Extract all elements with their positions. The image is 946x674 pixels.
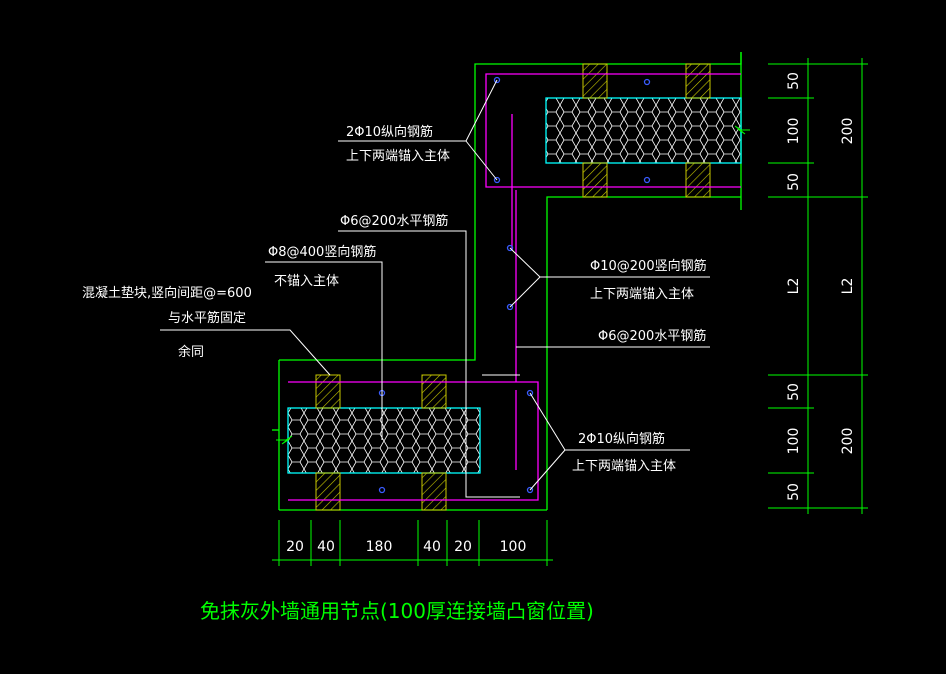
dim-right-inner-5: 100 (786, 428, 802, 455)
dim-bottom-3: 40 (423, 539, 441, 555)
drawing-title: 免抹灰外墙通用节点(100厚连接墙凸窗位置) (200, 599, 594, 623)
right-dimensions: 50 100 50 L2 50 100 50 200 L2 200 (768, 58, 868, 514)
dim-right-inner-0: 50 (786, 72, 802, 90)
note-block-2: 与水平筋固定 (168, 310, 246, 326)
break-marks (276, 125, 750, 445)
leader-lines (160, 79, 710, 491)
dim-right-inner-4: 50 (786, 383, 802, 401)
note-mid-bars-1: Φ10@200竖向钢筋 (590, 258, 707, 274)
dim-bottom-5: 100 (500, 539, 527, 555)
note-vert-bars-2: 不锚入主体 (274, 274, 339, 289)
dim-right-inner-6: 50 (786, 483, 802, 501)
note-mid-bars-2: 上下两端锚入主体 (590, 287, 694, 302)
concrete-blocks (315, 63, 711, 511)
note-bottom-bars-2: 上下两端锚入主体 (572, 459, 676, 474)
dim-bottom-0: 20 (286, 539, 304, 555)
dim-right-outer-1: L2 (840, 278, 856, 295)
dim-right-outer-0: 200 (840, 118, 856, 145)
interior-lines (465, 374, 520, 498)
note-top-bars-1: 2Φ10纵向钢筋 (346, 124, 433, 140)
dim-bottom-2: 180 (366, 539, 393, 555)
note-vert-bars-1: Φ8@400竖向钢筋 (268, 244, 376, 260)
note-block-3: 余同 (178, 344, 204, 360)
dim-bottom-4: 20 (454, 539, 472, 555)
dim-right-outer-2: 200 (840, 428, 856, 455)
note-block-1: 混凝土垫块,竖向间距@=600 (82, 285, 252, 301)
note-bottom-bars-1: 2Φ10纵向钢筋 (578, 431, 665, 447)
bottom-dimensions: 20 40 180 40 20 100 (272, 520, 553, 566)
dim-right-inner-1: 100 (786, 118, 802, 145)
insulation-lower (287, 407, 481, 474)
dim-right-inner-2: 50 (786, 173, 802, 191)
bar-dots (378, 76, 651, 494)
note-top-bars-2: 上下两端锚入主体 (346, 149, 450, 164)
note-horiz-upper: Φ6@200水平钢筋 (340, 213, 448, 229)
dim-right-inner-3: L2 (786, 278, 802, 295)
rebar-lines (288, 73, 741, 501)
dim-bottom-1: 40 (317, 539, 335, 555)
insulation-upper (545, 97, 742, 164)
annotations: 2Φ10纵向钢筋 上下两端锚入主体 Φ6@200水平钢筋 Φ8@400竖向钢筋 … (82, 124, 707, 474)
note-horiz-lower: Φ6@200水平钢筋 (598, 328, 706, 344)
